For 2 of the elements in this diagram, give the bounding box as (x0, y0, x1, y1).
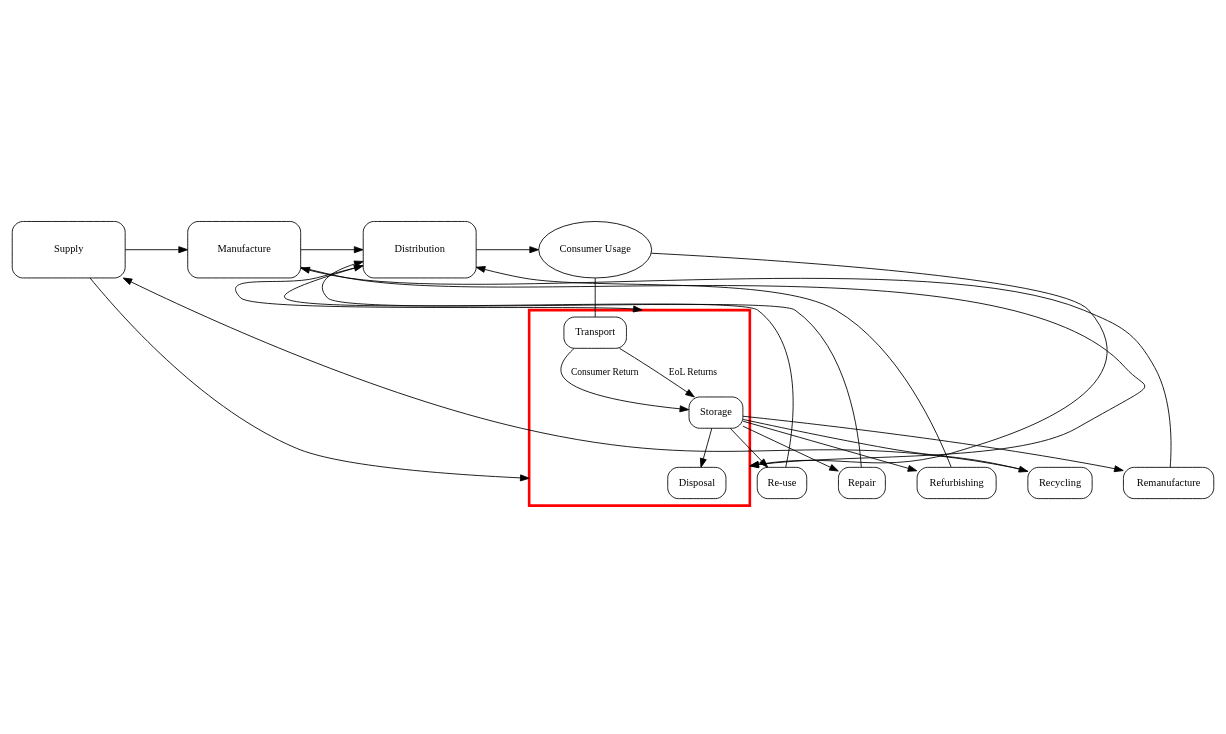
edge-label: EoL Returns (668, 366, 718, 378)
edge-label: Consumer Return (570, 366, 639, 378)
